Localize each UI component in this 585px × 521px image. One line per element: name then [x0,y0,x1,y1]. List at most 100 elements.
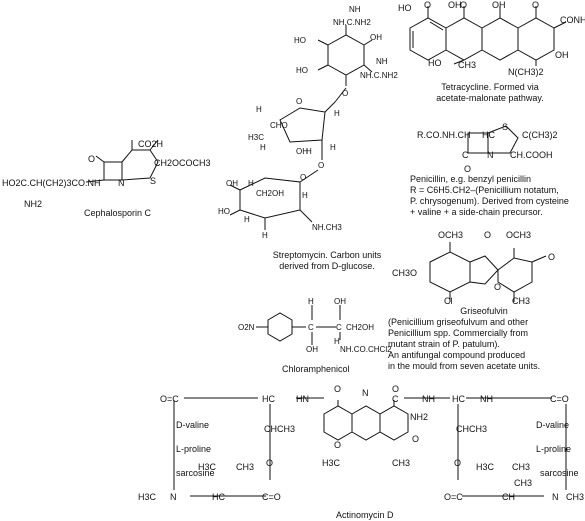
streptomycin-label-3: HO [294,36,306,45]
actinomycin-label-24: H3C [198,462,217,472]
penicillin-label-1: R.CO.NH.CH [417,130,471,140]
penicillin-caption-line-2: R = C6H5.CH2–(Penicillium notatum, [410,185,559,195]
actinomycin-label-2: HC [262,394,275,404]
chloramphenicol-label-5: C [336,323,342,332]
streptomycin-label-11: H [334,109,340,118]
streptomycin-label-6: NH [376,57,388,66]
streptomycin-label-13: H3C [248,133,264,142]
actinomycin-label-3: HN [296,394,309,404]
actinomycin-label-12: D-valine [176,420,209,430]
streptomycin-label-17: H [330,143,336,152]
griseofulvin-caption-line-5: An antifungal compound produced [388,350,526,360]
griseofulvin-caption-line-2: (Penicillium griseofulvum and other [388,317,529,327]
penicillin-label-4: C(CH3)2 [522,130,558,140]
actinomycin-label-4: O [334,384,341,394]
actinomycin-label-1: O=C [160,394,179,404]
streptomycin-label-16: H [306,147,312,156]
penicillin-caption: Penicillin, e.g. benzyl penicillin R = C… [410,174,582,218]
tetracycline-label-3: OH [448,0,462,10]
streptomycin-caption-line-2: derived from D-glucose. [279,261,375,271]
chloramphenicol-label-4: C [308,323,314,332]
cephalosporin-label-5: CH2OCOCH3 [154,158,211,168]
streptomycin-label-15: OH [296,147,308,156]
tetracycline-label-7: CONH2 [560,15,585,25]
tetracycline-caption-line-2: acetate-malonate pathway. [436,93,544,103]
penicillin-label-2: HC [482,130,495,140]
actinomycin-label-5: N [362,388,369,398]
griseofulvin-label-5: O [494,282,501,292]
cephalosporin-label-3: N [118,178,125,188]
actinomycin-label-17: L-proline [176,444,211,454]
tetracycline-label-8: OH [555,50,569,60]
chloramphenicol-label-1: O2N [238,323,255,332]
actinomycin-label-11: C=O [550,394,569,404]
griseofulvin-caption: Griseofulvin (Penicillium griseofulvum a… [388,306,580,372]
actinomycin-label-23: sarcosine [176,468,215,478]
streptomycin-label-10: O [296,97,302,106]
actinomycin-label-26: H3C [322,458,341,468]
actinomycin-label-13: CHCH3 [264,424,295,434]
tetracycline-label-2: O [424,0,431,10]
actinomycin-label-37: CH3 [514,478,532,488]
actinomycin-label-27: CH3 [392,458,410,468]
streptomycin-caption-line-1: Streptomycin. Carbon units [272,250,382,260]
streptomycin-caption: Streptomycin. Carbon units derived from … [252,250,402,272]
streptomycin-label-12: CHO [270,121,288,130]
actinomycin-label-30: sarcosine [540,468,579,478]
chloramphenicol-caption: Chloramphenicol [282,364,350,374]
streptomycin-label-19: O [300,173,306,182]
griseofulvin-label-7: Cl [444,296,453,306]
streptomycin-label-25: H [262,231,268,240]
cephalosporin-caption: Cephalosporin C [84,208,152,218]
actinomycin-label-36: CH [502,492,515,502]
actinomycin-label-38: N [552,492,559,502]
griseofulvin-label-2: O [484,230,491,240]
actinomycin-label-22: L-proline [536,444,571,454]
penicillin-label-5: C [462,150,469,160]
penicillin-caption-line-4: + valine + a side-chain precursor. [410,207,543,217]
actinomycin-label-7: C [392,394,399,404]
actinomycin-label-14: NH2 [410,412,428,422]
griseofulvin-caption-line-3: Penicillium spp. Commercially from [388,328,529,338]
actinomycin-label-33: HC [212,492,225,502]
streptomycin-label-23: CH2OH [256,189,284,198]
actinomycin-label-18: O [266,458,273,468]
streptomycin-label-18: O [318,161,324,170]
griseofulvin-label-8: CH3 [512,296,530,306]
cephalosporin-label-6: HO2C.CH(CH2)3CO.NH [2,178,101,188]
griseofulvin-label-4: CH3O [392,268,417,278]
chloramphenicol-label-8: H [334,337,340,346]
actinomycin-caption: Actinomycin D [336,510,394,520]
griseofulvin-caption-line-1: Griseofulvin [460,306,508,316]
penicillin-caption-line-3: P. chrysogenum). Derived from cysteine [410,196,569,206]
penicillin-caption-line-1: Penicillin, e.g. benzyl penicillin [410,174,532,184]
chloramphenicol-label-6: CH2OH [346,323,374,332]
streptomycin-label-4: HO [296,66,308,75]
chloramphenicol-label-2: H [308,297,314,306]
tetracycline-structure: HO O OH O OH O CONH2 OH HO CH3 N(CH3)2 [398,0,585,77]
streptomycin-label-20: OH [226,179,238,188]
streptomycin-label-21: H [248,179,254,188]
actinomycin-label-39: CH3 [566,492,584,502]
actinomycin-label-32: H3C [138,492,157,502]
streptomycin-label-26: H [302,191,308,200]
streptomycin-label-5: OH [370,33,382,42]
actinomycin-label-19: O [334,440,341,450]
actinomycin-label-15: CHCH3 [456,424,487,434]
streptomycin-structure: NH NH.C.NH2 HO HO OH NH NH.C.NH2 O H O H… [218,5,398,240]
actinomycin-label-16: D-valine [536,420,569,430]
actinomycin-label-20: O [412,434,419,444]
cephalosporin-label-1: CO2H [138,139,163,149]
penicillin-label-6: N [487,150,494,160]
actinomycin-label-25: CH3 [236,462,254,472]
actinomycin-label-9: HC [452,394,465,404]
actinomycin-label-28: H3C [476,462,495,472]
tetracycline-caption-line-1: Tetracycline. Formed via [441,82,539,92]
actinomycin-label-10: NH [480,394,493,404]
actinomycin-label-31: N [170,492,177,502]
chloramphenicol-label-7: OH [306,345,318,354]
streptomycin-label-1: NH [349,5,361,14]
penicillin-label-3: S [502,122,508,132]
tetracycline-label-1: HO [398,3,412,13]
